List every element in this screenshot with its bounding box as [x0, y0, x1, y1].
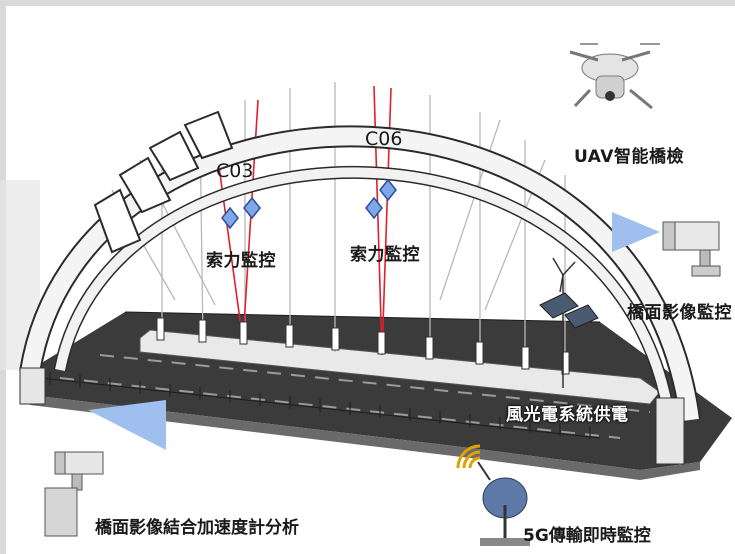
cable-label-c06: C06: [365, 128, 403, 150]
wind-solar-power-label: 風光電系統供電: [506, 405, 629, 425]
cable-label-c03: C03: [216, 160, 254, 182]
cable-monitor-label-left: 索力監控: [206, 251, 276, 271]
image-accelerometer-label: 橋面影像結合加速度計分析: [95, 518, 299, 538]
uav-inspection-label: UAV智能橋檢: [574, 147, 684, 167]
pointer-triangle-left: [88, 400, 166, 450]
satellite-dish-icon: [477, 461, 530, 546]
drone-icon: [569, 43, 660, 110]
camera-icon: [44, 451, 104, 537]
signal-icon: [456, 444, 481, 469]
hanger-anchors: [156, 317, 570, 375]
cable-monitor-label-right: 索力監控: [350, 245, 420, 265]
solar-panel-icon: [539, 292, 599, 329]
sensor-diamond-icon: [221, 178, 397, 230]
deck-camera-label: 橋面影像監控: [627, 303, 732, 323]
bridge-arch: [19, 110, 701, 465]
5g-monitoring-label: 5G傳輸即時監控: [523, 526, 651, 546]
pointer-triangle-right: [612, 212, 660, 252]
camera-icon: [662, 221, 721, 277]
top-frame-band: [0, 0, 735, 6]
